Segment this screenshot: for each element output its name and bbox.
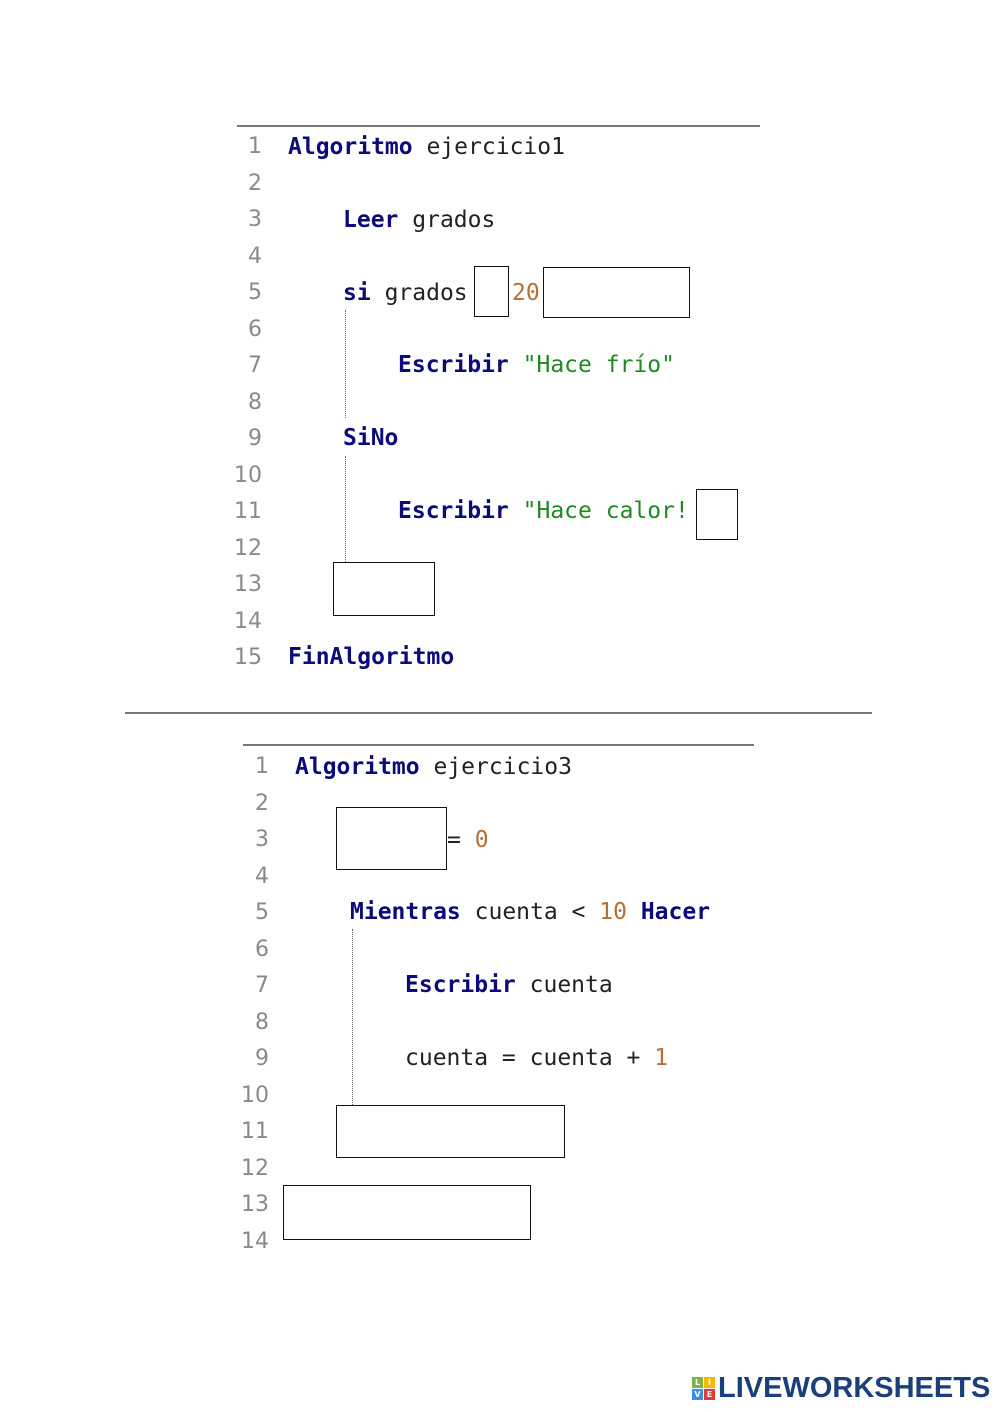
algorithm-name: ejercicio1 [426, 134, 565, 160]
line-number: 11 [241, 1119, 269, 1144]
code-line-5: Mientras cuenta < 10 Hacer [350, 897, 710, 927]
variable: grados [412, 207, 496, 233]
indent-guide [345, 310, 346, 418]
liveworksheets-logo: L I V E LIVEWORKSHEETS [692, 1372, 990, 1405]
line-number: 1 [255, 754, 269, 779]
number: 10 [599, 899, 627, 925]
divider [243, 744, 754, 746]
code-line-5: si grados [343, 278, 468, 308]
string: "Hace frío" [522, 352, 675, 378]
line-number: 8 [255, 1009, 269, 1035]
line-number: 11 [234, 499, 262, 524]
line-number: 5 [255, 900, 269, 925]
line-number: 14 [241, 1228, 269, 1254]
keyword: Escribir [398, 498, 509, 524]
tile: E [704, 1389, 715, 1400]
line-number: 1 [248, 134, 262, 159]
answer-box-finsi[interactable] [333, 562, 435, 616]
line-number: 10 [241, 1082, 269, 1108]
code-line-11: Escribir "Hace calor! [398, 496, 689, 526]
answer-box-finalgoritmo[interactable] [283, 1185, 531, 1240]
line-number: 5 [248, 280, 262, 305]
answer-box-operator[interactable] [474, 266, 509, 317]
code-line-3: Leer grados [343, 205, 495, 235]
keyword: Algoritmo [295, 754, 420, 780]
variable: grados [384, 280, 468, 306]
line-number: 10 [234, 462, 262, 488]
line-number: 3 [248, 207, 262, 232]
answer-box-finmientras[interactable] [336, 1105, 565, 1158]
code-line-7: Escribir cuenta [405, 970, 613, 1000]
keyword: Leer [343, 207, 399, 233]
line-number: 12 [234, 535, 262, 561]
code-line-9: SiNo [343, 423, 398, 453]
indent-guide [345, 456, 346, 564]
tile: I [704, 1377, 715, 1388]
expression: cuenta = cuenta + [405, 1045, 655, 1071]
keyword: Escribir [398, 352, 509, 378]
line-number: 6 [248, 316, 262, 342]
keyword: FinAlgoritmo [288, 644, 455, 670]
keyword: Algoritmo [288, 134, 413, 160]
section-divider [125, 712, 872, 714]
variable: cuenta [515, 972, 613, 998]
code-line-15: FinAlgoritmo [288, 642, 454, 672]
code-line-3: = 0 [447, 825, 489, 855]
code-line-1: Algoritmo ejercicio1 [288, 132, 565, 162]
number-20: 20 [512, 280, 540, 306]
operator: = [447, 827, 475, 853]
keyword: si [343, 280, 371, 306]
string: "Hace calor! [522, 498, 689, 524]
line-number: 2 [248, 170, 262, 196]
answer-box-entonces[interactable] [543, 267, 690, 318]
divider [237, 125, 760, 127]
number: 1 [654, 1045, 669, 1071]
answer-box-quote[interactable] [696, 489, 738, 540]
keyword: Hacer [626, 899, 711, 925]
line-number: 14 [234, 608, 262, 634]
tile: V [692, 1389, 703, 1400]
logo-tiles-icon: L I V E [692, 1377, 715, 1400]
line-number: 9 [248, 426, 262, 451]
line-number: 6 [255, 936, 269, 962]
line-number: 15 [234, 645, 262, 670]
line-number: 7 [255, 973, 269, 998]
answer-box-variable[interactable] [336, 807, 447, 870]
line-number: 4 [248, 243, 262, 269]
indent-guide [352, 929, 353, 1105]
logo-text: LIVEWORKSHEETS [718, 1372, 991, 1404]
keyword: SiNo [343, 425, 399, 451]
line-number: 7 [248, 353, 262, 378]
line-number: 2 [255, 790, 269, 816]
line-number: 4 [255, 863, 269, 889]
line-number: 8 [248, 389, 262, 415]
keyword: Mientras [350, 899, 461, 925]
line-number: 12 [241, 1155, 269, 1181]
code-line-7: Escribir "Hace frío" [398, 350, 675, 380]
keyword: Escribir [405, 972, 516, 998]
condition: cuenta < [460, 899, 600, 925]
code-line-9: cuenta = cuenta + 1 [405, 1043, 668, 1073]
tile: L [692, 1377, 703, 1388]
algorithm-name: ejercicio3 [433, 754, 572, 780]
line-number: 13 [241, 1192, 269, 1217]
line-number: 13 [234, 572, 262, 597]
code-line-1: Algoritmo ejercicio3 [295, 752, 572, 782]
line-number: 9 [255, 1046, 269, 1071]
number: 0 [474, 827, 489, 853]
line-number: 3 [255, 827, 269, 852]
